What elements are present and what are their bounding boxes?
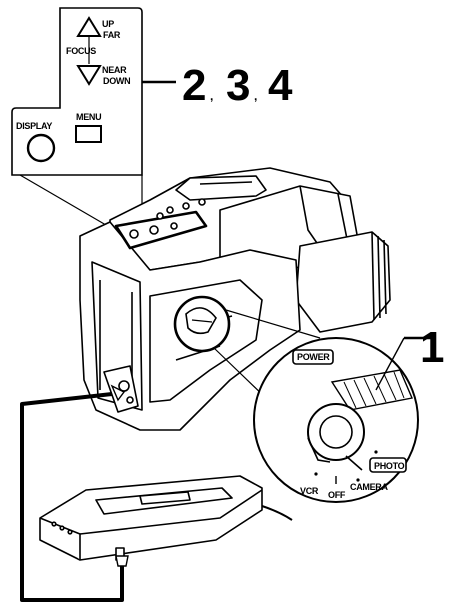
up-label: UP [102,19,114,29]
photo-label: PHOTO [374,461,405,471]
focus-down-button[interactable] [76,65,102,86]
camera-label: CAMERA [350,482,388,492]
focus-up-button[interactable] [76,16,102,37]
power-switch-zoom [253,337,419,503]
svg-text:,: , [254,89,257,103]
menu-label: MENU [76,112,101,122]
down-label: DOWN [103,76,130,86]
menu-button[interactable] [75,125,102,143]
dc-cable [20,392,124,602]
control-panel-inset [11,7,143,233]
svg-text:4: 4 [268,61,293,110]
vcr-label: VCR [300,486,319,496]
display-label: DISPLAY [16,121,52,131]
focus-label: FOCUS [66,46,96,56]
display-button[interactable] [26,133,56,163]
svg-text:,: , [210,89,213,103]
svg-text:3: 3 [226,61,250,110]
ac-adapter [39,475,263,561]
far-label: FAR [103,30,121,40]
step-callout-1: 1 [420,323,444,372]
step-callout-2-3-4: 2 , 3 , 4 [182,61,293,110]
off-label: OFF [328,490,346,500]
camcorder-body [79,167,391,431]
near-label: NEAR [102,65,127,75]
power-label: POWER [297,352,330,362]
svg-text:2: 2 [182,61,206,110]
